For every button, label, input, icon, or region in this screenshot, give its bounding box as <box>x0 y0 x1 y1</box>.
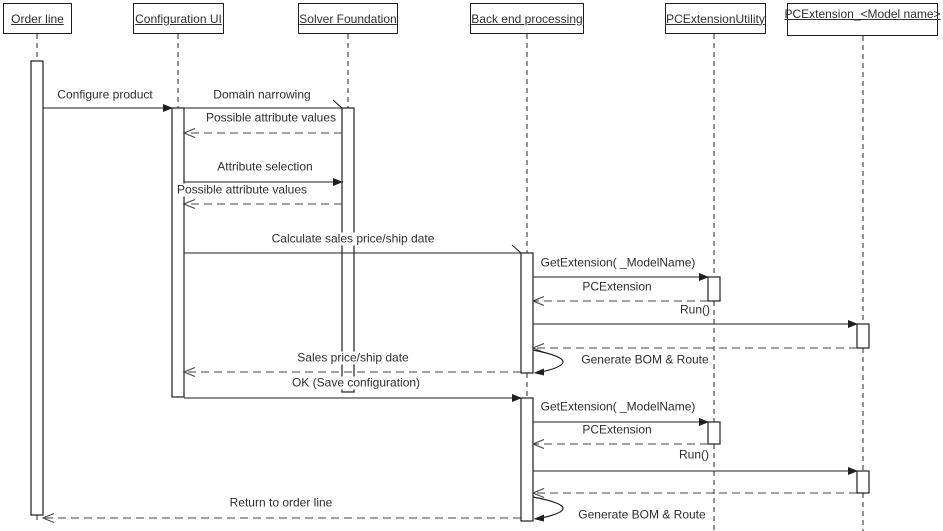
activation-bar <box>520 252 534 374</box>
self-message-arc <box>532 349 564 374</box>
activation-bar <box>520 397 534 522</box>
message-label: Possible attribute values <box>202 111 340 125</box>
message-label: Calculate sales price/ship date <box>268 232 438 246</box>
arrowhead-icon <box>182 127 196 139</box>
arrowhead-icon <box>533 514 544 522</box>
arrowhead-icon <box>41 512 55 524</box>
message-label: PCExtension <box>579 423 655 437</box>
activation-bar <box>171 107 185 398</box>
activation-bar <box>707 421 721 445</box>
participant-order-line: Order line <box>3 3 72 34</box>
arrowhead-icon <box>699 418 709 426</box>
message-label: OK (Save configuration) <box>288 376 424 390</box>
participant-label: Back end processing <box>471 11 583 26</box>
message-label: GetExtension( _ModelName) <box>537 256 699 270</box>
participant-label: Order line <box>11 11 64 26</box>
arrowhead-icon <box>699 273 709 281</box>
participant-configuration-ui: Configuration UI <box>133 3 224 34</box>
arrowhead-icon <box>848 320 858 328</box>
activation-bar <box>707 276 721 302</box>
message-label: Attribute selection <box>214 160 316 174</box>
arrowhead-icon <box>512 394 522 402</box>
activation-bar <box>30 60 44 516</box>
message-label: Run() <box>676 303 714 317</box>
arrowhead-icon <box>182 366 196 378</box>
participant-label: Configuration UI <box>135 11 222 26</box>
participant-pcextension-model: PCExtension_<Model name> <box>784 3 941 36</box>
participant-label: Solver Foundation <box>299 11 397 26</box>
arrowhead-icon <box>511 244 522 254</box>
self-message-arc <box>532 496 564 520</box>
arrowhead-icon <box>163 104 173 112</box>
participant-label: PCExtension_<Model name> <box>784 7 941 21</box>
message-label: Possible attribute values <box>173 183 311 197</box>
arrowhead-icon <box>531 295 545 307</box>
activation-bar <box>856 323 870 349</box>
message-label: GetExtension( _ModelName) <box>537 400 699 414</box>
arrowhead-icon <box>533 368 544 376</box>
message-label: PCExtension <box>579 280 655 294</box>
participant-solver-foundation: Solver Foundation <box>298 3 398 34</box>
arrowhead-icon <box>531 487 545 499</box>
message-label: Sales price/ship date <box>294 351 412 365</box>
message-label: Run() <box>675 448 713 462</box>
arrowhead-icon <box>333 178 343 186</box>
activation-bar <box>341 107 355 393</box>
message-label: Generate BOM & Route <box>575 508 709 522</box>
arrowhead-icon <box>848 467 858 475</box>
message-label: Domain narrowing <box>210 88 314 102</box>
participant-backend-processing: Back end processing <box>470 3 584 34</box>
message-label: Return to order line <box>226 496 336 510</box>
participant-pcextension-utility: PCExtensionUtility <box>665 3 766 34</box>
participant-label: PCExtensionUtility <box>666 11 765 26</box>
activation-bar <box>856 470 870 494</box>
arrowhead-icon <box>332 99 343 109</box>
message-label: Configure product <box>54 88 156 102</box>
message-label: Generate BOM & Route <box>578 353 712 367</box>
arrowhead-icon <box>531 438 545 450</box>
arrowhead-icon <box>182 198 196 210</box>
